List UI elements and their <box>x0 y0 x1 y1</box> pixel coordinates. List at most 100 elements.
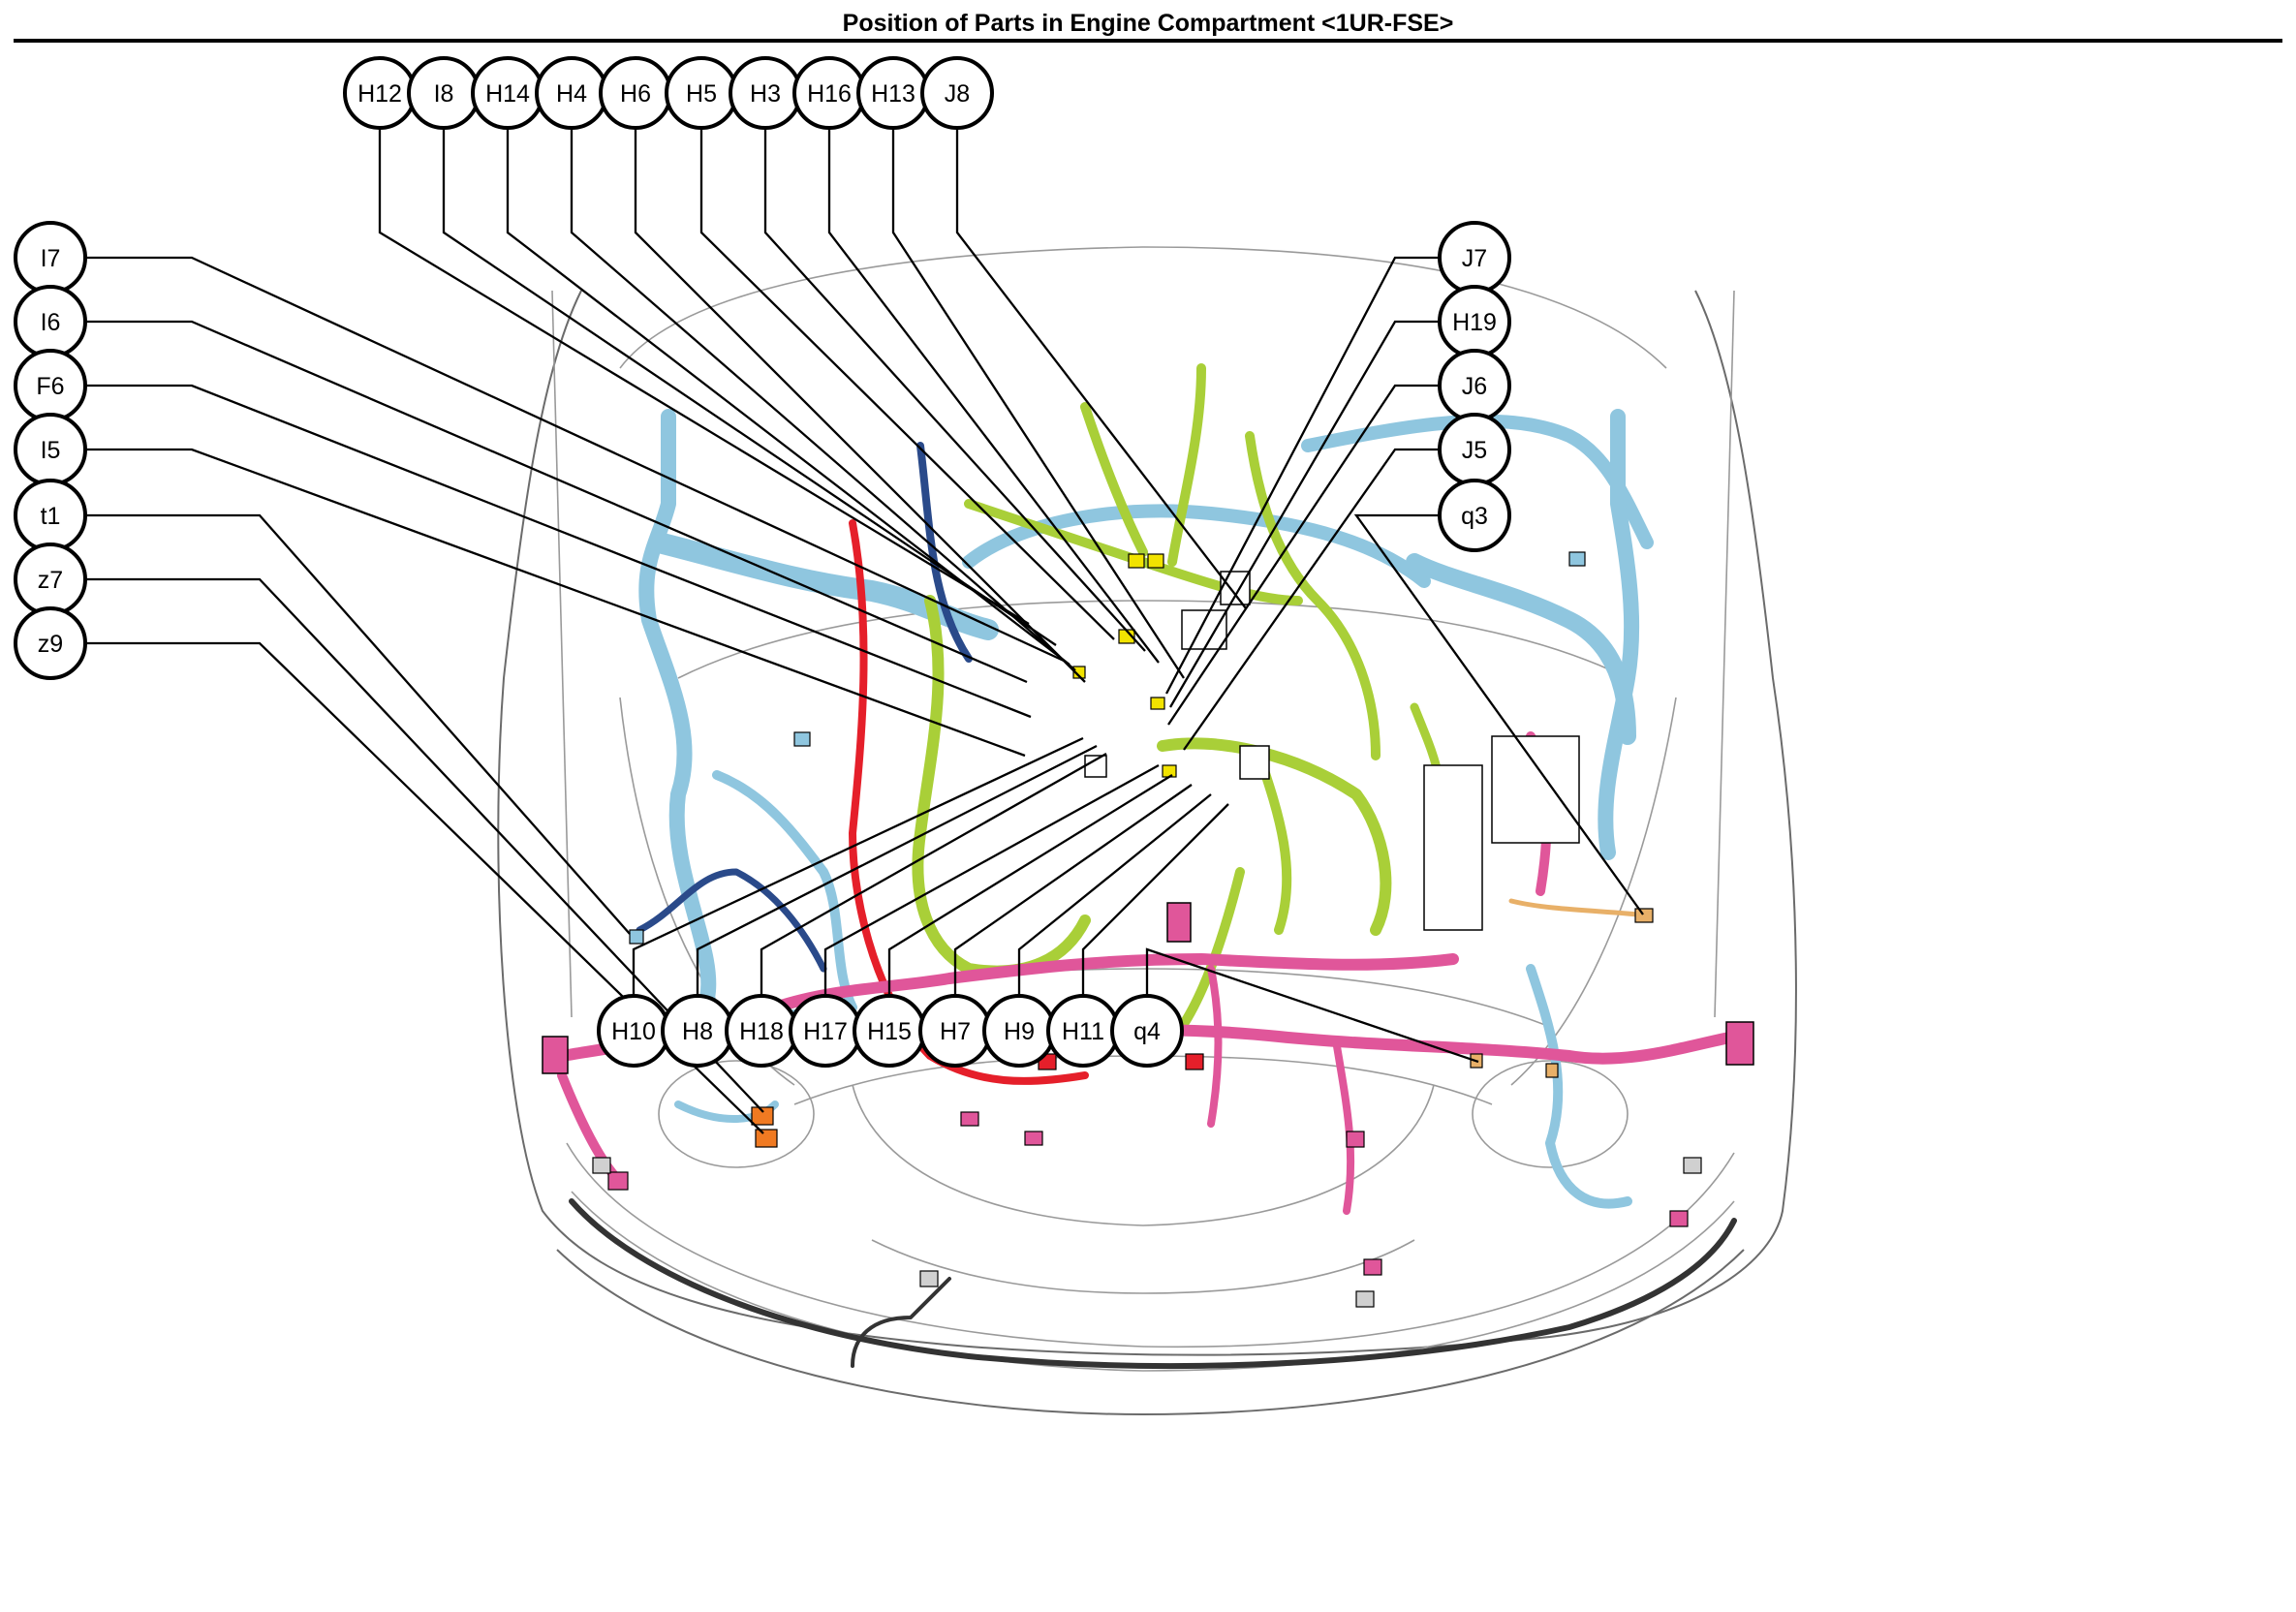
leader-line <box>1017 793 1212 996</box>
connector-group <box>542 401 1754 1308</box>
callout-q3: q3 <box>1438 479 1511 552</box>
vehicle-outline <box>497 246 1797 1416</box>
callout-circle <box>1438 479 1511 552</box>
callout-label: H6 <box>620 80 651 108</box>
leader-line <box>570 128 1076 671</box>
callout-h15: H15 <box>853 994 926 1068</box>
callout-h19: H19 <box>1438 285 1511 358</box>
callout-label: I7 <box>41 245 61 272</box>
callout-label: z7 <box>38 567 63 594</box>
leader-line <box>85 577 764 1113</box>
callout-z9: z9 <box>14 606 87 680</box>
callout-label: q4 <box>1133 1018 1161 1045</box>
title-rule <box>14 39 2282 43</box>
leader-line <box>827 128 1160 664</box>
callout-label: H4 <box>556 80 587 108</box>
callout-label: J7 <box>1462 245 1487 272</box>
callout-z7: z7 <box>14 542 87 616</box>
callout-h8: H8 <box>661 994 734 1068</box>
leader-line <box>85 256 1065 663</box>
leader-line <box>1167 384 1440 726</box>
leader-line <box>442 128 1057 646</box>
leader-line <box>699 128 1115 640</box>
callout-q4: q4 <box>1110 994 1184 1068</box>
callout-i5: I5 <box>14 413 87 486</box>
callout-h13: H13 <box>856 56 930 130</box>
callout-label: z9 <box>38 631 63 658</box>
leader-line <box>85 513 631 935</box>
callout-label: H11 <box>1062 1018 1104 1045</box>
leader-line <box>953 784 1193 996</box>
leader-line <box>887 774 1173 996</box>
leader-line <box>506 128 1070 666</box>
callout-label: t1 <box>41 503 61 530</box>
callout-label: I8 <box>434 80 454 108</box>
callout-h18: H18 <box>725 994 798 1068</box>
callout-label: I5 <box>41 437 61 464</box>
callout-f6: F6 <box>14 349 87 422</box>
leader-line <box>1169 320 1440 708</box>
callout-h6: H6 <box>599 56 672 130</box>
wire-harness-group <box>556 363 1740 1369</box>
callout-h14: H14 <box>471 56 544 130</box>
callout-label: J6 <box>1462 373 1487 400</box>
callout-label: J8 <box>945 80 970 108</box>
callout-label: H3 <box>750 80 781 108</box>
callout-h10: H10 <box>597 994 670 1068</box>
leader-line <box>823 763 1160 996</box>
leader-line <box>760 752 1107 996</box>
leader-line <box>85 320 1028 684</box>
callout-j7: J7 <box>1438 221 1511 294</box>
callout-label: H9 <box>1004 1018 1035 1045</box>
callout-label: I6 <box>41 309 61 336</box>
callout-label: H13 <box>871 80 915 108</box>
leader-line <box>891 128 1185 679</box>
callout-label: H15 <box>867 1018 912 1045</box>
callout-label: H17 <box>803 1018 848 1045</box>
callout-h7: H7 <box>918 994 992 1068</box>
callout-i8: I8 <box>407 56 481 130</box>
callout-label: H5 <box>686 80 717 108</box>
callout-i7: I7 <box>14 221 87 294</box>
callout-h9: H9 <box>982 994 1056 1068</box>
callout-label: H16 <box>807 80 852 108</box>
callout-label: H10 <box>611 1018 656 1045</box>
callout-circle <box>1110 994 1184 1068</box>
callout-j8: J8 <box>920 56 994 130</box>
leader-line <box>1081 803 1229 996</box>
callout-label: q3 <box>1461 503 1488 530</box>
leader-line <box>955 128 1247 609</box>
callout-h12: H12 <box>343 56 417 130</box>
leader-line <box>763 128 1146 652</box>
leader-line <box>1164 256 1440 695</box>
leader-line <box>634 128 1086 683</box>
callout-t1: t1 <box>14 479 87 552</box>
callout-label: H7 <box>940 1018 971 1045</box>
callout-label: H8 <box>682 1018 713 1045</box>
leader-line <box>1183 448 1440 751</box>
leader-line <box>85 641 764 1134</box>
leader-line <box>696 744 1098 996</box>
callout-label: F6 <box>36 373 64 400</box>
callout-label: H18 <box>739 1018 784 1045</box>
callout-label: H12 <box>357 80 402 108</box>
callout-i6: I6 <box>14 285 87 358</box>
callout-h4: H4 <box>535 56 608 130</box>
leader-line <box>1145 947 1479 1064</box>
leader-line <box>632 736 1084 996</box>
callout-circle <box>14 606 87 680</box>
callout-h11: H11 <box>1046 994 1120 1068</box>
callout-h17: H17 <box>789 994 862 1068</box>
callout-label: J5 <box>1462 437 1487 464</box>
leader-line <box>85 384 1032 719</box>
callout-h16: H16 <box>792 56 866 130</box>
diagram-title: Position of Parts in Engine Compartment … <box>842 10 1454 37</box>
callout-label: H19 <box>1452 309 1497 336</box>
leader-line <box>378 128 1030 625</box>
leader-lines <box>85 128 1644 1134</box>
callout-h5: H5 <box>665 56 738 130</box>
callout-circle <box>920 56 994 130</box>
callout-j5: J5 <box>1438 413 1511 486</box>
